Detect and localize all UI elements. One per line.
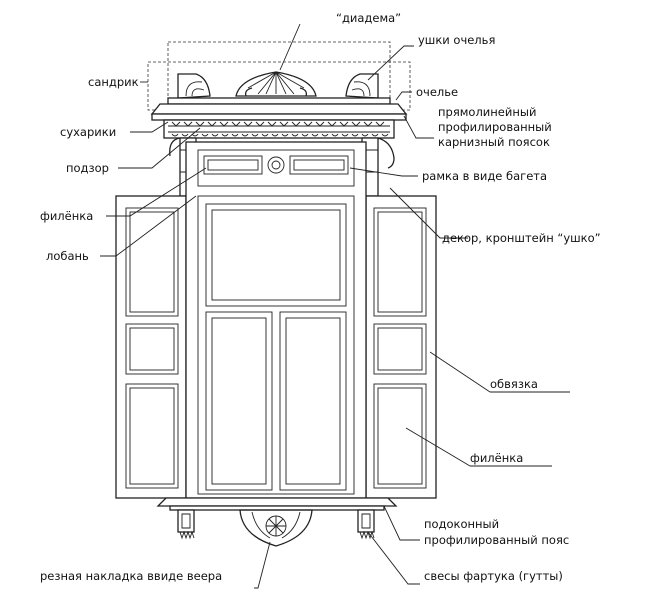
leader-lines — [100, 23, 570, 589]
label-podzor: подзор — [66, 161, 109, 175]
label-sandrik: сандрик — [88, 75, 139, 89]
right-shutter — [365, 195, 437, 499]
label-ushki-ochelya: ушки очелья — [418, 33, 495, 47]
fan-overlay — [239, 509, 313, 547]
right-ear-ornament — [345, 73, 379, 99]
label-reznaya: резная накладка ввиде веера — [40, 569, 222, 583]
right-gutta — [357, 509, 375, 540]
label-filyonka-top: филёнка — [40, 209, 93, 223]
podzor-carved-band — [163, 119, 395, 139]
right-bracket — [361, 137, 395, 197]
left-shutter — [115, 195, 187, 499]
label-svesy: свесы фартука (гутты) — [424, 569, 563, 583]
cornice — [150, 97, 408, 121]
window-sill — [156, 497, 398, 511]
label-obvyazka: обвязка — [490, 377, 538, 391]
label-dekor: декор, кронштейн “ушко” — [442, 231, 601, 245]
label-podokonny-line1: подоконный — [424, 517, 499, 531]
label-diadema: “диадема” — [336, 11, 401, 25]
label-karniz-line2: профилированный — [438, 120, 552, 134]
label-podokonny-line2: профилированный пояс — [424, 533, 569, 547]
diadema-crown — [235, 71, 317, 97]
label-karniz-line1: прямолинейный — [438, 105, 536, 119]
label-ochelye: очелье — [416, 85, 458, 99]
left-ear-ornament — [177, 73, 211, 99]
label-loban: лобань — [46, 249, 89, 263]
label-karniz-line3: карнизный поясок — [438, 135, 550, 149]
window-frame — [185, 141, 367, 499]
label-filyonka-right: филёнка — [470, 451, 523, 465]
left-gutta — [177, 509, 195, 540]
label-sukhariki: сухарики — [60, 125, 116, 139]
label-ramka: рамка в виде багета — [422, 169, 547, 183]
